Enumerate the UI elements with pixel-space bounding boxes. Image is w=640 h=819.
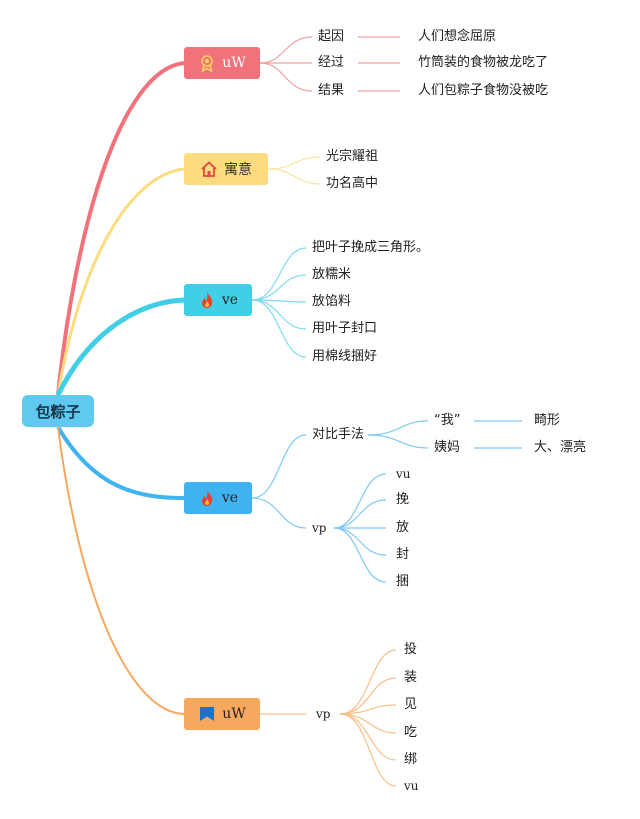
topic-vp-a[interactable]: vp xyxy=(312,521,327,535)
topic-vp-b-item-5[interactable]: 绑 xyxy=(404,752,418,767)
branch-node-2[interactable]: 寓意 xyxy=(184,153,268,185)
root-label: 包粽子 xyxy=(35,402,81,421)
topic-vp-b-item-3[interactable]: 见 xyxy=(404,697,418,712)
flag-icon xyxy=(200,707,215,721)
topic-result-detail[interactable]: 人们包粽子食物没被吃 xyxy=(418,83,549,98)
topic-vp-b[interactable]: vp xyxy=(316,707,331,721)
connector-root-b2 xyxy=(56,167,185,396)
branch-node-1[interactable]: uW xyxy=(184,47,260,79)
topic-meaning-1[interactable]: 光宗耀祖 xyxy=(326,149,379,164)
topic-vp-a-item-1[interactable]: vu xyxy=(396,467,411,481)
house-icon xyxy=(201,161,217,177)
topic-result[interactable]: 结果 xyxy=(318,83,345,98)
topic-contrast[interactable]: 对比手法 xyxy=(312,427,365,442)
topic-step-4[interactable]: 用叶子封口 xyxy=(312,321,378,336)
flame-icon xyxy=(201,292,213,308)
topic-contrast-me-detail[interactable]: 畸形 xyxy=(534,413,561,428)
connector-root-b3 xyxy=(55,297,185,397)
topic-contrast-aunt[interactable]: 姨妈 xyxy=(434,440,461,455)
branch-node-3[interactable]: ve xyxy=(184,284,252,316)
topic-vp-b-item-1[interactable]: 投 xyxy=(404,642,418,657)
topic-step-3[interactable]: 放馅料 xyxy=(312,294,352,309)
branch-node-5[interactable]: uW xyxy=(184,698,260,730)
topic-vp-b-item-4[interactable]: 吃 xyxy=(404,725,418,740)
branch-node-4[interactable]: ve xyxy=(184,482,252,514)
branch-label-2: 寓意 xyxy=(224,162,252,178)
branch-label-1: uW xyxy=(222,55,246,71)
branch-label-5: uW xyxy=(222,706,246,722)
topic-vp-b-item-2[interactable]: 装 xyxy=(404,670,418,685)
flame-icon xyxy=(201,490,213,506)
topic-process-detail[interactable]: 竹筒装的食物被龙吃了 xyxy=(418,55,549,70)
topic-vp-b-item-6[interactable]: vu xyxy=(404,779,419,793)
topic-cause-detail[interactable]: 人们想念屈原 xyxy=(418,29,497,44)
connector-root-b5 xyxy=(57,426,185,715)
ribbon-medal-icon xyxy=(201,55,214,72)
connector-root-b1 xyxy=(56,61,185,396)
topic-vp-a-item-3[interactable]: 放 xyxy=(396,520,410,535)
root-node[interactable]: 包粽子 xyxy=(22,395,94,427)
topic-step-1[interactable]: 把叶子挽成三角形。 xyxy=(312,240,430,255)
topic-contrast-aunt-detail[interactable]: 大、漂亮 xyxy=(534,440,587,455)
topic-vp-a-item-4[interactable]: 封 xyxy=(396,547,410,562)
topic-contrast-me[interactable]: “我” xyxy=(434,413,461,428)
topic-cause[interactable]: 起因 xyxy=(318,29,345,44)
topic-meaning-2[interactable]: 功名高中 xyxy=(326,176,379,191)
branch-label-3: ve xyxy=(221,292,239,308)
topic-step-2[interactable]: 放糯米 xyxy=(312,267,352,282)
topic-vp-a-item-5[interactable]: 捆 xyxy=(396,574,410,589)
branch-label-4: ve xyxy=(221,490,239,506)
topic-step-5[interactable]: 用棉线捆好 xyxy=(312,349,378,364)
topic-process[interactable]: 经过 xyxy=(318,55,345,70)
topic-vp-a-item-2[interactable]: 挽 xyxy=(396,492,410,507)
connector-root-b4 xyxy=(56,425,185,500)
